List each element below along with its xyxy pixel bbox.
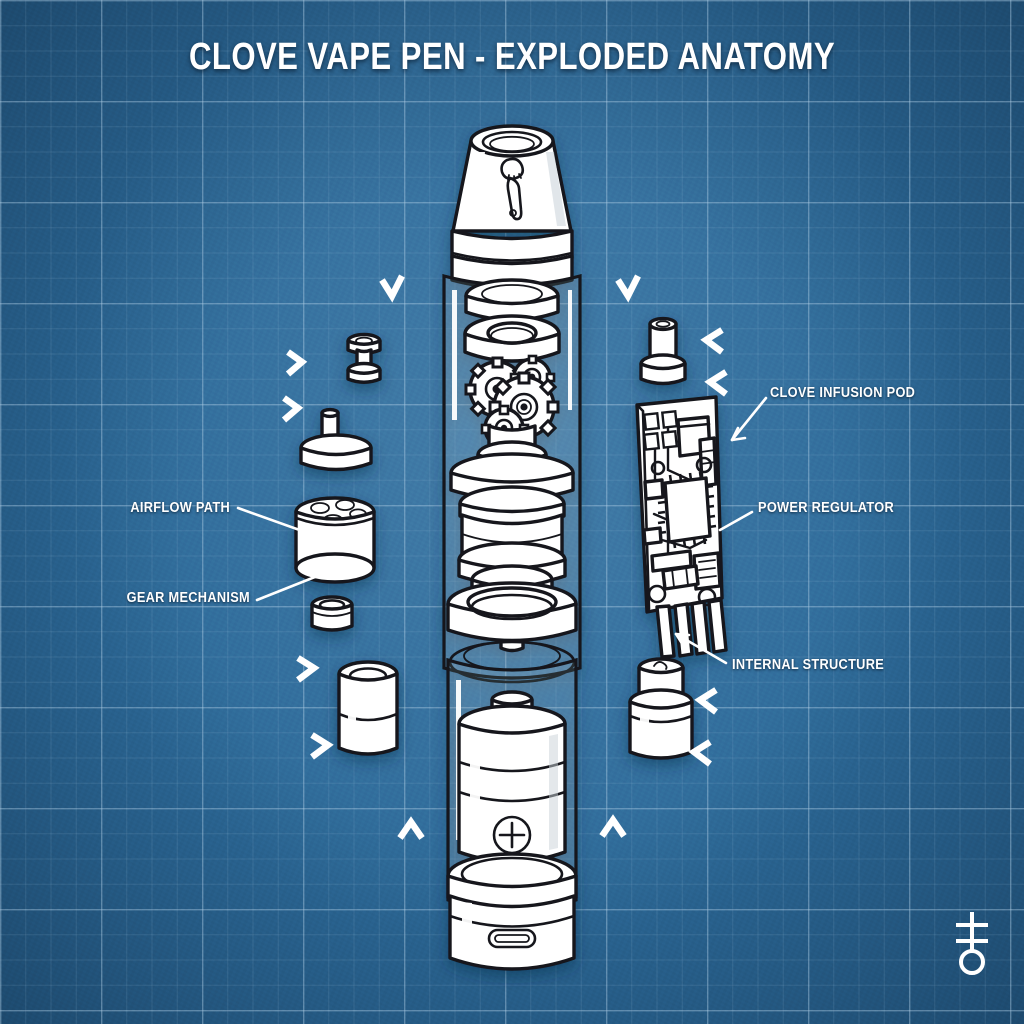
usb-c-port bbox=[487, 928, 537, 949]
datum-drafting-symbol bbox=[956, 912, 988, 975]
leader-lines bbox=[236, 396, 768, 665]
pin-post-plate bbox=[299, 407, 373, 472]
body-tube bbox=[446, 657, 578, 912]
gear-main bbox=[488, 371, 560, 443]
chevron-markers bbox=[281, 274, 728, 840]
gear-upper-right bbox=[509, 354, 556, 401]
coil-wick-assembly bbox=[449, 452, 575, 653]
battery-terminal-plus bbox=[492, 815, 532, 855]
chamber-glass-tube bbox=[442, 273, 582, 680]
top-collar-rings bbox=[450, 229, 574, 290]
gear-cluster bbox=[464, 354, 560, 454]
washer-ring bbox=[463, 314, 561, 363]
label-gear-mechanism: GEAR MECHANISM bbox=[126, 590, 250, 606]
page-title: CLOVE VAPE PEN - EXPLODED ANATOMY bbox=[188, 36, 836, 78]
screw-bolt-small bbox=[346, 332, 382, 384]
airflow-intake-holes bbox=[310, 499, 367, 526]
stepped-cylinder bbox=[628, 657, 694, 760]
label-internal-structure: INTERNAL STRUCTURE bbox=[732, 657, 885, 673]
gear-lower bbox=[480, 404, 530, 454]
mouthpiece bbox=[450, 124, 574, 290]
pcb-traces bbox=[652, 418, 714, 562]
end-cap-usb bbox=[446, 852, 578, 971]
pin-post-right bbox=[639, 316, 687, 386]
label-clove-infusion-pod: CLOVE INFUSION POD bbox=[770, 385, 916, 401]
gear-hub bbox=[476, 424, 548, 481]
label-power-regulator: POWER REGULATOR bbox=[758, 500, 895, 516]
ic-chip bbox=[657, 471, 717, 549]
pcb-pins bbox=[655, 598, 728, 659]
circuit-board bbox=[635, 395, 728, 659]
filter-cartridge bbox=[294, 496, 376, 584]
base-flange-ring bbox=[446, 581, 578, 684]
smd-pads bbox=[642, 409, 679, 451]
gear-back bbox=[464, 356, 530, 422]
spacer-disc bbox=[464, 278, 560, 322]
clove-bud-emblem bbox=[500, 157, 525, 221]
o-ring-cap bbox=[310, 595, 354, 632]
battery-cell bbox=[457, 690, 567, 864]
sleeve-barrel bbox=[337, 660, 399, 756]
label-airflow-path: AIRFLOW PATH bbox=[130, 500, 230, 516]
